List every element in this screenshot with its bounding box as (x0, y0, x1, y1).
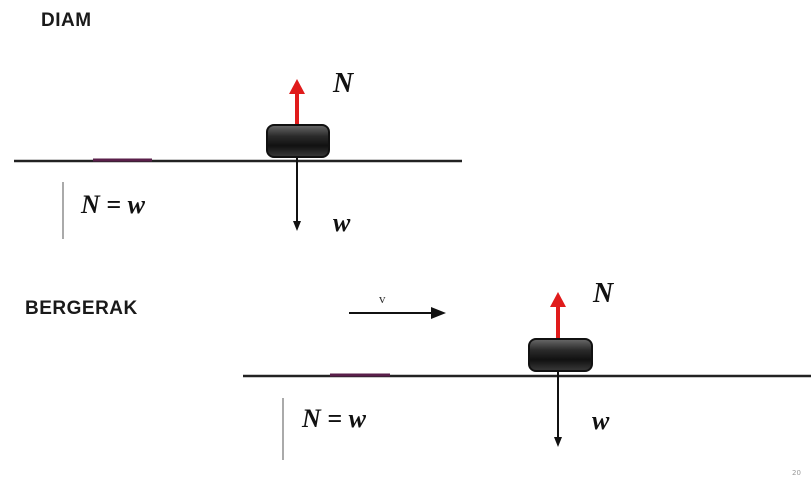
normal-force-label-moving: N (593, 278, 614, 309)
equation-rest: N = w (81, 190, 145, 219)
normal-force-arrow-rest (289, 79, 305, 125)
velocity-label: v (379, 291, 386, 306)
velocity-arrow (349, 307, 446, 319)
block-rest (266, 124, 330, 158)
normal-force-arrow-moving (550, 292, 566, 339)
section-title-moving: BERGERAK (25, 298, 138, 319)
page-number: 20 (792, 469, 801, 477)
weight-arrow-rest (293, 157, 301, 231)
weight-label-moving: w (592, 406, 610, 435)
equation-moving: N = w (302, 404, 366, 433)
block-moving (528, 338, 593, 372)
normal-force-label-rest: N (333, 68, 354, 99)
weight-arrow-moving (554, 372, 562, 447)
section-title-rest: DIAM (41, 10, 92, 31)
weight-label-rest: w (333, 208, 351, 237)
